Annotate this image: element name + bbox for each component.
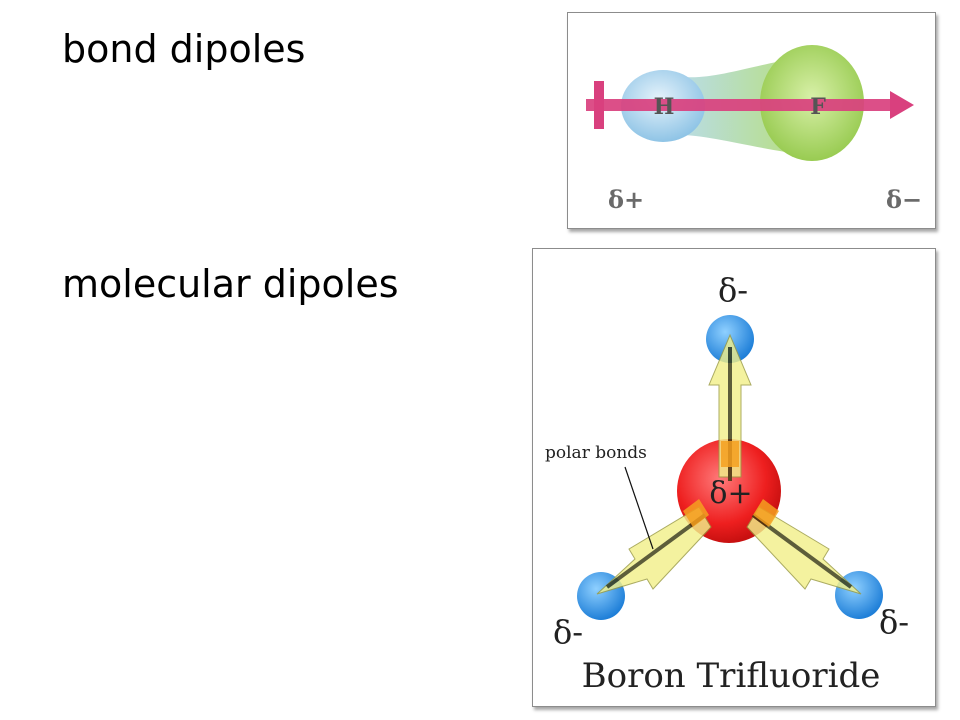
bond-dipole-arrow-left bbox=[596, 506, 712, 595]
bond-overlap-top bbox=[721, 441, 739, 467]
bf3-diagram-svg: polar bonds δ+ δ- δ- δ- Boron Trifluorid… bbox=[545, 271, 909, 696]
f-partial-charge: δ− bbox=[886, 185, 922, 214]
molecule-caption: Boron Trifluoride bbox=[582, 656, 881, 696]
hf-diagram-svg: H F δ+ δ− bbox=[586, 45, 922, 214]
h-partial-charge: δ+ bbox=[608, 185, 644, 214]
h-atom-label: H bbox=[654, 94, 675, 120]
polar-bonds-pointer bbox=[624, 466, 654, 550]
bf3-molecular-dipole-figure: polar bonds δ+ δ- δ- δ- Boron Trifluorid… bbox=[532, 248, 936, 707]
bond-dipoles-heading: bond dipoles bbox=[62, 27, 306, 71]
hf-bond-dipole-figure: H F δ+ δ− bbox=[567, 12, 936, 229]
bond-overlap-left bbox=[683, 499, 709, 527]
f-atom-label: F bbox=[810, 94, 826, 120]
boron-partial-charge: δ+ bbox=[709, 476, 752, 511]
bond-dipole-arrow-right bbox=[746, 506, 862, 595]
dipole-arrow-head bbox=[890, 91, 914, 119]
bond-overlap-right bbox=[753, 499, 779, 527]
molecular-dipoles-heading: molecular dipoles bbox=[62, 262, 399, 306]
dipole-arrow-shaft bbox=[586, 99, 894, 111]
fluorine-top-partial-charge: δ- bbox=[718, 271, 748, 309]
fluorine-right-partial-charge: δ- bbox=[879, 603, 909, 641]
polar-bonds-annotation: polar bonds bbox=[545, 443, 647, 463]
fluorine-left-partial-charge: δ- bbox=[553, 613, 583, 651]
